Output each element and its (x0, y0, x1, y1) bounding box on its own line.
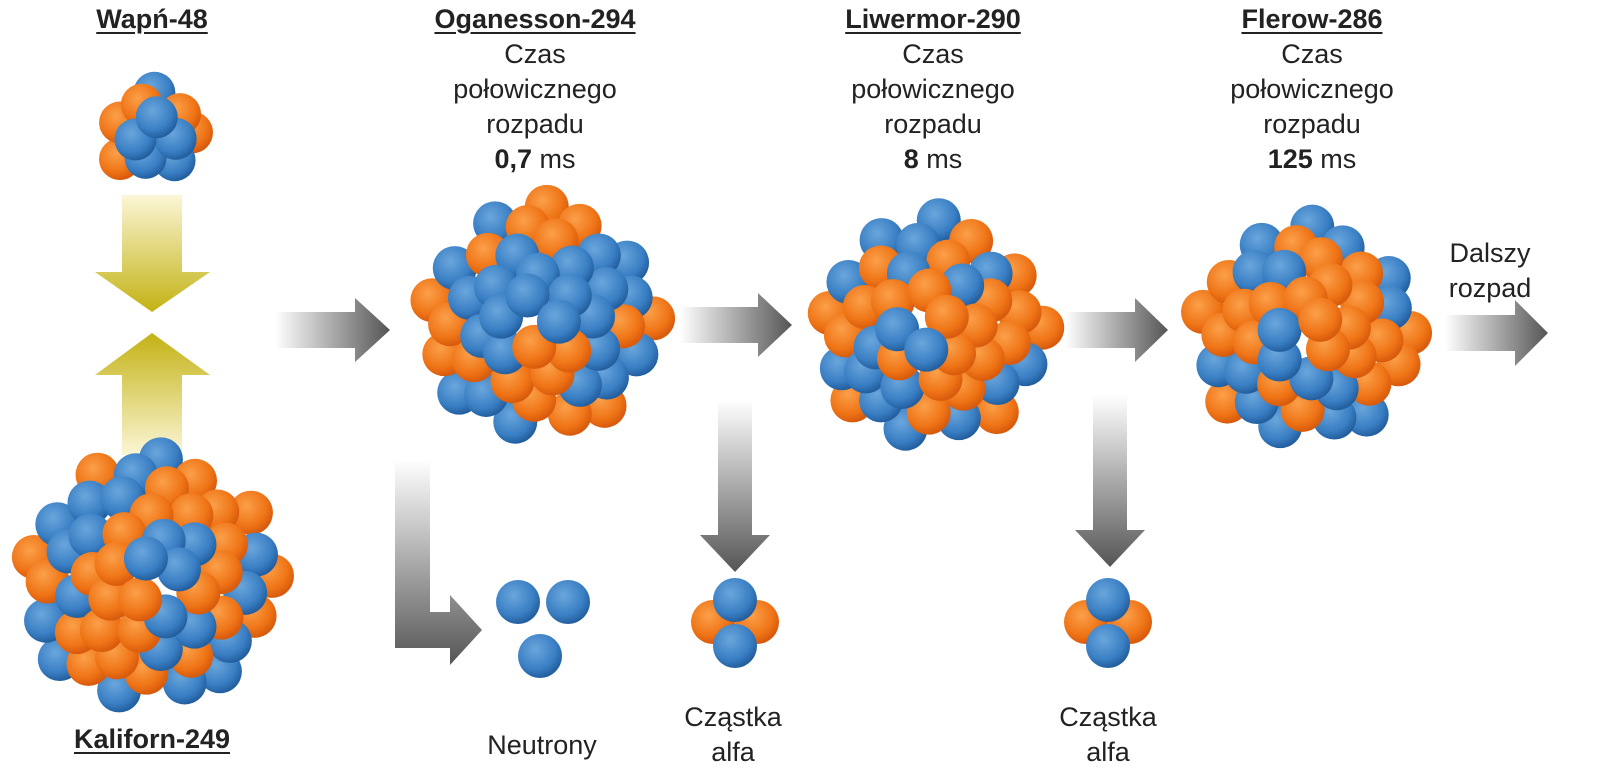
oganesson-294-nucleus (410, 184, 676, 444)
oganesson-info: Oganesson-294 Czas połowicznego rozpadu … (434, 2, 635, 177)
arrow-to-flerovium (1065, 298, 1168, 362)
half-life-text: Czas (504, 39, 566, 69)
half-life-text: połowicznego (453, 74, 617, 104)
alpha-neutron (1086, 578, 1130, 622)
neutron (68, 513, 113, 558)
neutron (505, 273, 550, 318)
oganesson-label: Oganesson-294 (434, 4, 636, 34)
neutron (904, 327, 949, 372)
neutron (536, 299, 581, 344)
alpha-label-line: alfa (711, 737, 755, 767)
livermorium-290-nucleus (807, 198, 1065, 451)
neutron (67, 480, 112, 525)
half-life-text: rozpadu (1263, 109, 1361, 139)
alpha-label-line: Cząstka (684, 702, 782, 732)
livermorium-info: Liwermor-290 Czas połowicznego rozpadu 8… (845, 2, 1021, 177)
neutron (123, 536, 168, 581)
arrow-alpha-1 (700, 400, 770, 572)
alpha-label-line: Cząstka (1059, 702, 1157, 732)
arrow-to-oganesson (275, 298, 390, 362)
neutron (1257, 307, 1302, 352)
calcium-48-label: Wapń-48 (96, 4, 208, 34)
free-neutron (496, 580, 540, 624)
livermorium-label: Liwermor-290 (845, 4, 1021, 34)
fusion-arrow-down (95, 195, 210, 312)
proton (228, 490, 273, 535)
alpha-particle-label-2: Cząstka alfa (1059, 700, 1157, 770)
californium-249-nucleus (11, 437, 294, 713)
half-life-text: połowicznego (1230, 74, 1394, 104)
proton (924, 294, 969, 339)
half-life-text: połowicznego (851, 74, 1015, 104)
alpha-neutron (713, 624, 757, 668)
further-decay-line: rozpad (1448, 273, 1532, 303)
neutrons-label: Neutrony (487, 730, 597, 760)
flerovium-286-nucleus (1181, 204, 1433, 449)
flerovium-info: Flerow-286 Czas połowicznego rozpadu 125… (1230, 2, 1394, 177)
arrow-neutrons (395, 460, 482, 665)
further-decay-line: Dalszy (1449, 238, 1531, 268)
neutron (156, 547, 201, 592)
free-neutron (546, 580, 590, 624)
half-life-text: rozpadu (486, 109, 584, 139)
arrow-further-decay (1445, 300, 1548, 366)
flerovium-label: Flerow-286 (1241, 4, 1383, 34)
further-decay-label: Dalszy rozpad (1449, 236, 1532, 306)
calcium-48-nucleus (99, 71, 214, 182)
half-life-text: rozpadu (884, 109, 982, 139)
proton (118, 577, 163, 622)
neutron (135, 96, 178, 139)
half-life-value: 8 ms (903, 144, 963, 174)
alpha-neutron (713, 578, 757, 622)
arrow-to-livermorium (680, 293, 792, 357)
alpha-label-line: alfa (1086, 737, 1130, 767)
arrow-alpha-2 (1075, 395, 1145, 567)
free-neutron (518, 634, 562, 678)
half-life-text: Czas (902, 39, 964, 69)
alpha-particle-label-1: Cząstka alfa (684, 700, 782, 770)
half-life-text: Czas (1281, 39, 1343, 69)
fusion-arrow-up (95, 333, 210, 455)
alpha-neutron (1086, 624, 1130, 668)
californium-249-label: Kaliforn-249 (73, 724, 231, 754)
half-life-value: 125 ms (1267, 144, 1357, 174)
proton (1298, 297, 1343, 342)
half-life-value: 0,7 ms (494, 144, 576, 174)
